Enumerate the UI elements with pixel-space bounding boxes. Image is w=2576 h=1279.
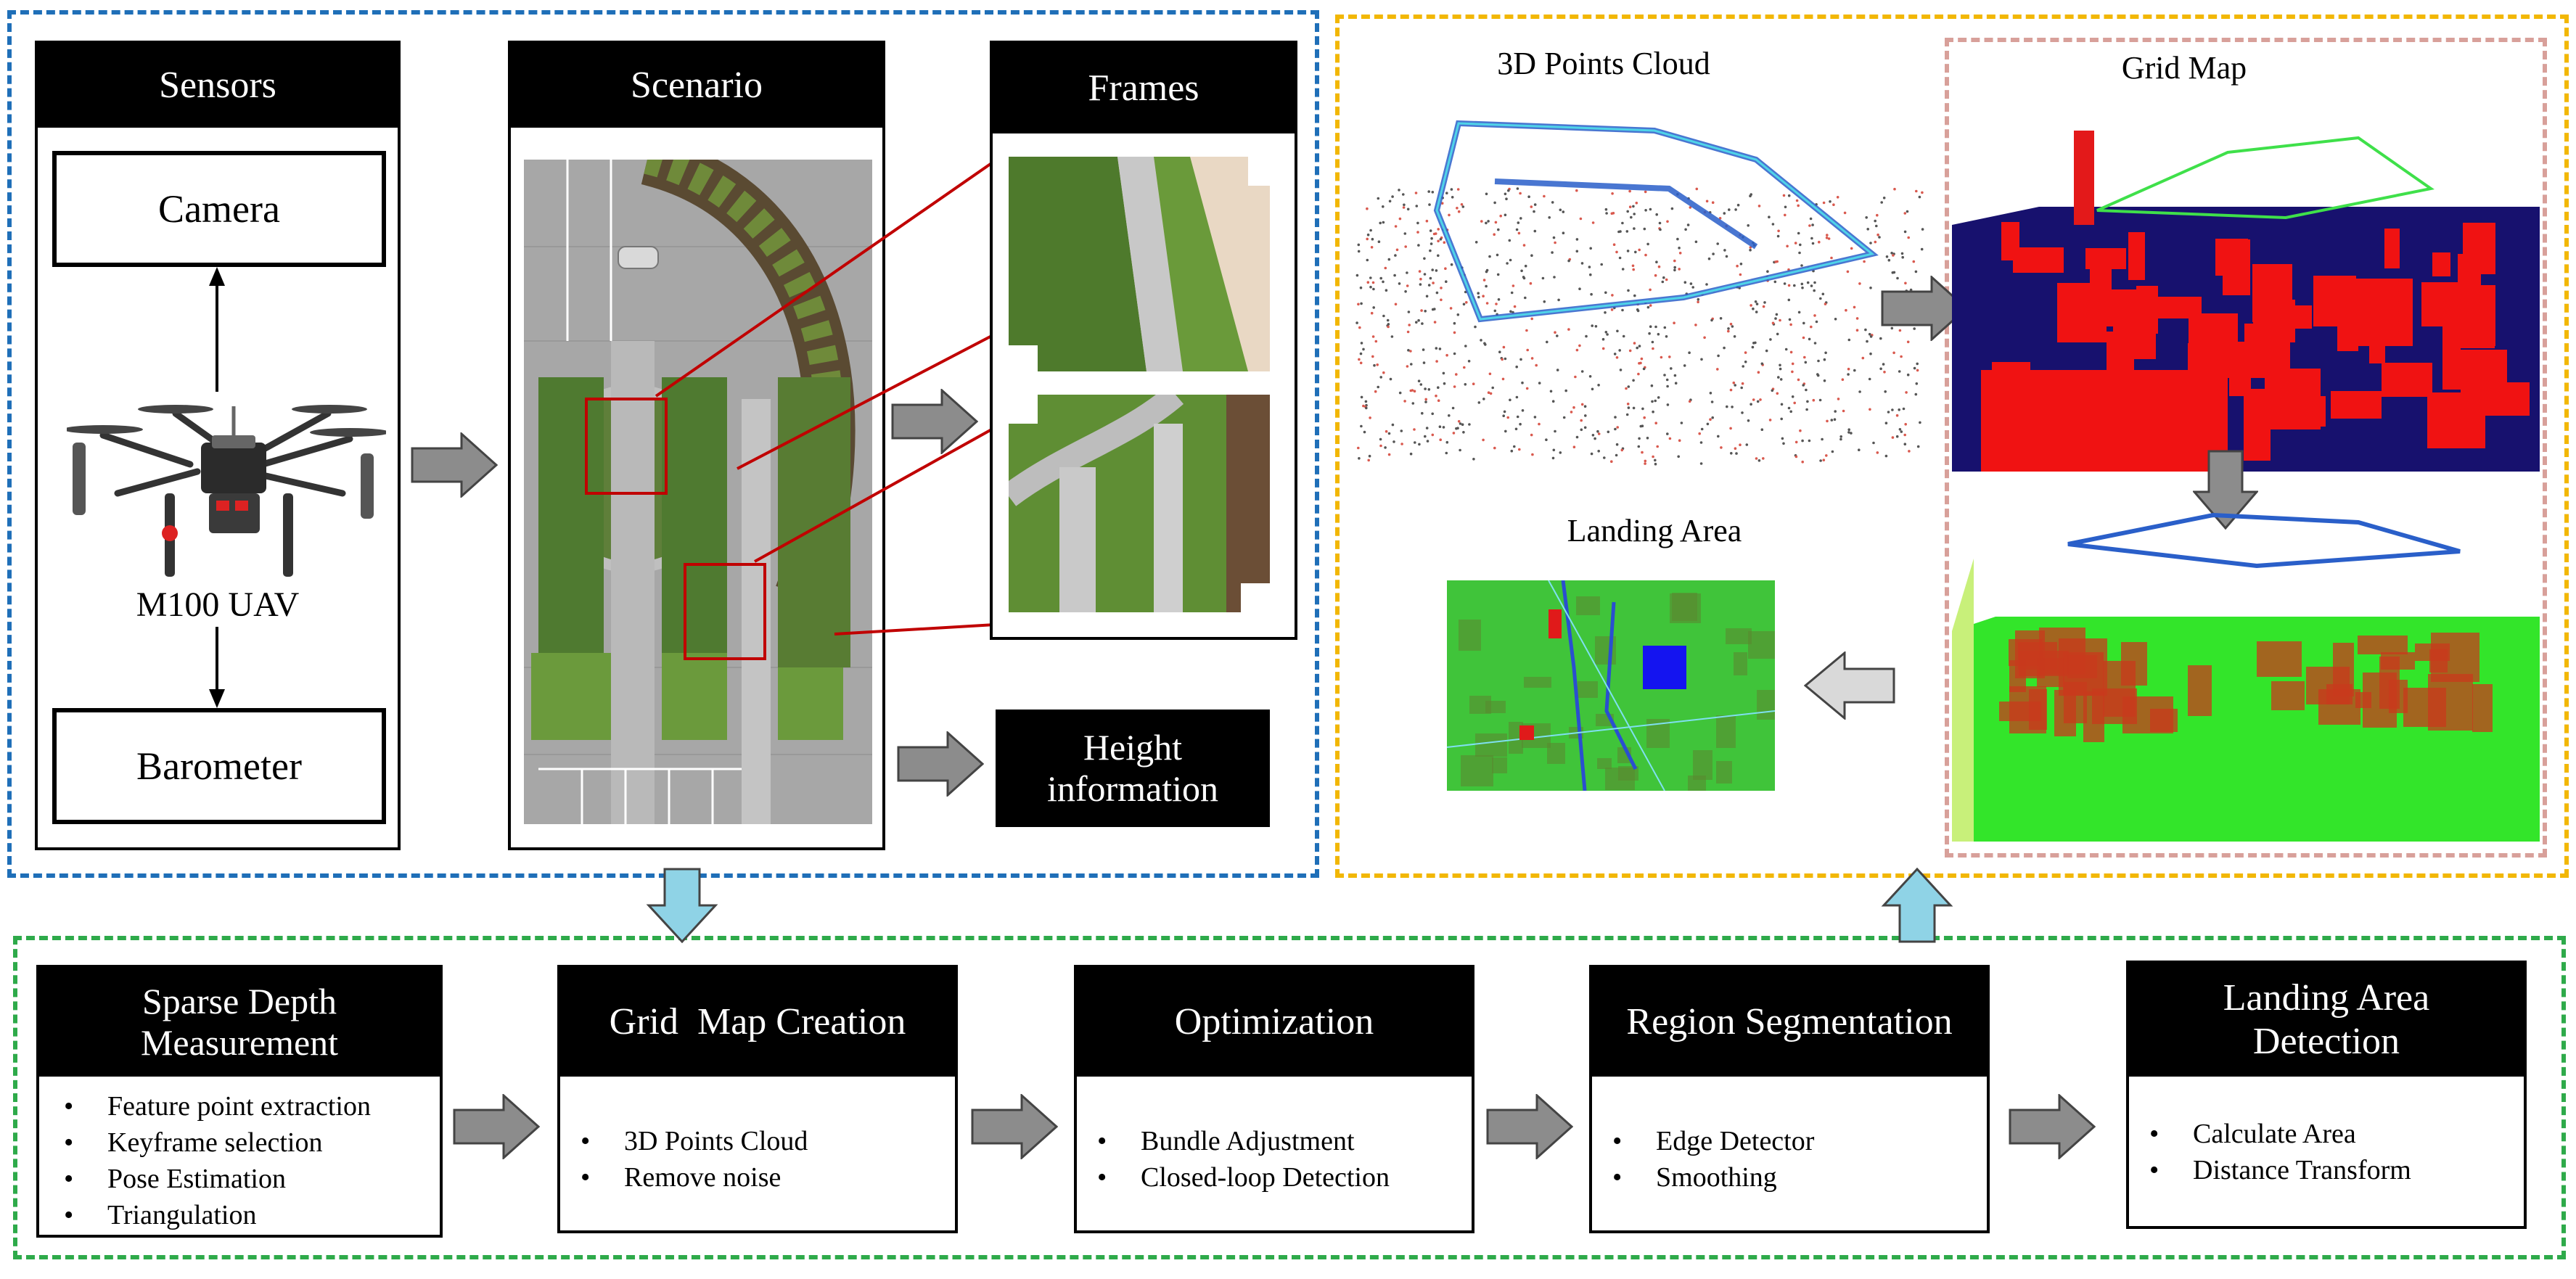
step-item: Bundle Adjustment — [1087, 1123, 1464, 1159]
frames-header: Frames — [993, 44, 1295, 133]
step-title: Optimization — [1077, 968, 1472, 1077]
arrow-to-barometer-icon — [209, 627, 225, 708]
step-title: Grid Map Creation — [560, 968, 955, 1077]
pipeline-step-landing-area-detection: Landing Area Detection Calculate Area Di… — [2126, 961, 2527, 1229]
arrow-to-camera-icon — [209, 267, 225, 392]
point-cloud-title: 3D Points Cloud — [1497, 46, 1710, 81]
landing-area-image — [1447, 580, 1775, 791]
arrow-right-icon — [971, 1094, 1058, 1159]
step-item-list: Bundle Adjustment Closed-loop Detection — [1087, 1123, 1464, 1196]
height-information-box: Height information — [996, 710, 1270, 827]
uav-label: M100 UAV — [136, 585, 300, 624]
sensors-panel: Sensors Camera Barometer M100 UAV — [35, 41, 401, 850]
pipeline-step-grid-map: Grid Map Creation 3D Points Cloud Remove… — [557, 965, 958, 1233]
barometer-box: Barometer — [52, 708, 386, 824]
grid-map-title: Grid Map — [2121, 50, 2247, 86]
step-item-list: Feature point extraction Keyframe select… — [54, 1088, 431, 1233]
grid-map-group-frame — [1945, 38, 2547, 858]
step-item: Triangulation — [54, 1197, 431, 1233]
step-item: Keyframe selection — [54, 1124, 431, 1161]
sensing-group-frame — [7, 10, 1319, 878]
step-item: Remove noise — [570, 1159, 948, 1196]
step-title: Landing Area Detection — [2129, 963, 2524, 1077]
arrow-right-icon — [2009, 1094, 2096, 1159]
pipeline-group-frame — [13, 936, 2566, 1259]
frames-panel: Frames — [990, 41, 1297, 640]
arrow-up-icon — [1881, 868, 1953, 943]
arrow-right-icon — [411, 432, 498, 498]
step-item: 3D Points Cloud — [570, 1123, 948, 1159]
sensors-header: Sensors — [38, 44, 398, 128]
frame-image-top — [1009, 157, 1270, 371]
arrow-right-icon — [1486, 1094, 1573, 1159]
pipeline-step-sparse-depth: Sparse Depth Measurement Feature point e… — [36, 965, 443, 1238]
landing-area-title: Landing Area — [1567, 513, 1742, 548]
step-item: Distance Transform — [2139, 1152, 2516, 1188]
step-title: Region Segmentation — [1592, 968, 1987, 1077]
grid-map-image-bottom — [1952, 512, 2540, 842]
aerial-scenario-image — [524, 160, 872, 824]
pipeline-step-region-segmentation: Region Segmentation Edge Detector Smooth… — [1589, 965, 1990, 1233]
arrow-down-icon — [646, 868, 718, 943]
step-item: Smoothing — [1602, 1159, 1980, 1196]
arrow-right-icon — [1881, 276, 1968, 341]
point-cloud-image — [1355, 120, 1924, 466]
step-item: Pose Estimation — [54, 1161, 431, 1197]
arrow-right-icon — [897, 731, 984, 797]
arrow-right-icon — [891, 389, 978, 454]
drone-icon — [67, 405, 386, 577]
step-item: Closed-loop Detection — [1087, 1159, 1464, 1196]
frame-connector-lines — [655, 151, 1009, 636]
pipeline-step-optimization: Optimization Bundle Adjustment Closed-lo… — [1074, 965, 1474, 1233]
arrow-left-icon — [1804, 651, 1895, 720]
frame-image-bottom — [1009, 395, 1270, 612]
scenario-header: Scenario — [511, 44, 882, 128]
step-item: Calculate Area — [2139, 1116, 2516, 1152]
step-item-list: 3D Points Cloud Remove noise — [570, 1123, 948, 1196]
camera-box: Camera — [52, 151, 386, 267]
arrow-right-icon — [453, 1094, 540, 1159]
mapping-group-frame — [1335, 15, 2569, 878]
scenario-panel: Scenario — [508, 41, 885, 850]
step-item-list: Edge Detector Smoothing — [1602, 1123, 1980, 1196]
step-title: Sparse Depth Measurement — [39, 968, 440, 1077]
step-item: Edge Detector — [1602, 1123, 1980, 1159]
step-item-list: Calculate Area Distance Transform — [2139, 1116, 2516, 1188]
step-item: Feature point extraction — [54, 1088, 431, 1124]
arrow-down-icon — [2193, 450, 2258, 530]
grid-map-image-top — [1952, 131, 2540, 472]
